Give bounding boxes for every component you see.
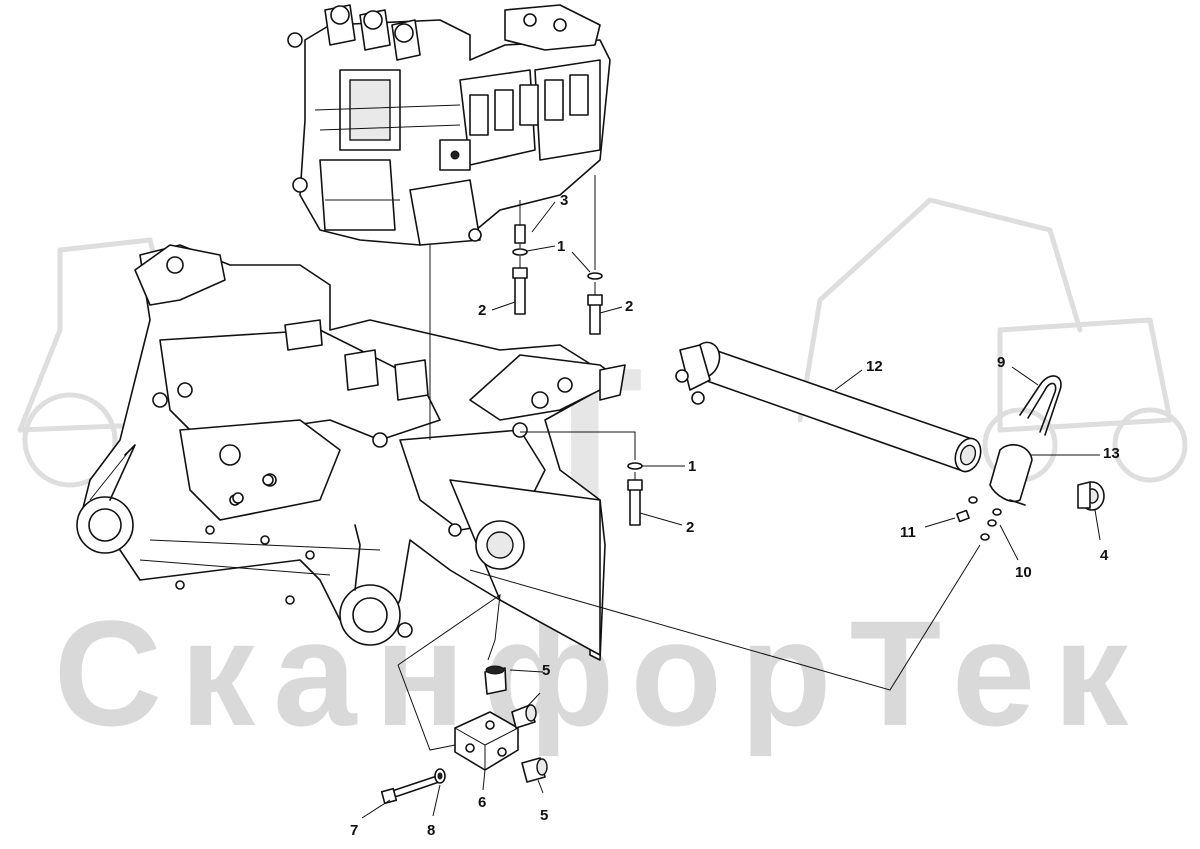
callout-7: 7 <box>350 822 359 839</box>
callout-1-upper: 1 <box>557 238 566 255</box>
callout-2-left: 2 <box>478 302 487 319</box>
fitting-5-mid <box>511 704 537 729</box>
callout-5-top: 5 <box>542 662 551 679</box>
fitting-5-bottom <box>521 757 548 783</box>
callout-leaders <box>361 201 1101 819</box>
callout-13: 13 <box>1103 445 1120 462</box>
callout-4: 4 <box>1100 547 1109 564</box>
control-valve-assembly <box>287 4 611 246</box>
washer-8 <box>434 768 446 784</box>
callout-9: 9 <box>997 354 1006 371</box>
accumulator-cylinder <box>675 341 982 473</box>
main-frame <box>76 244 626 661</box>
fasteners-upper <box>512 224 603 335</box>
callout-6: 6 <box>478 794 487 811</box>
callout-3: 3 <box>560 192 569 209</box>
leader-lines <box>397 175 981 751</box>
callout-10: 10 <box>1015 564 1032 581</box>
bolt-7 <box>380 774 443 805</box>
clamp-strap <box>989 444 1033 506</box>
manifold-block <box>454 711 519 771</box>
u-bolt <box>1019 375 1062 436</box>
callout-2-lower: 2 <box>686 519 695 536</box>
fasteners-lower <box>627 462 643 526</box>
callout-12: 12 <box>866 358 883 375</box>
fitting-4 <box>1077 481 1105 511</box>
callout-5-bottom: 5 <box>540 807 549 824</box>
callout-1-lower: 1 <box>688 458 697 475</box>
nuts-washers-10-11 <box>956 496 1002 541</box>
callout-2-right: 2 <box>625 298 634 315</box>
callout-8: 8 <box>427 822 436 839</box>
callout-11: 11 <box>900 524 916 541</box>
watermark-excavator-right <box>797 197 1188 483</box>
fitting-5-top <box>484 665 507 695</box>
